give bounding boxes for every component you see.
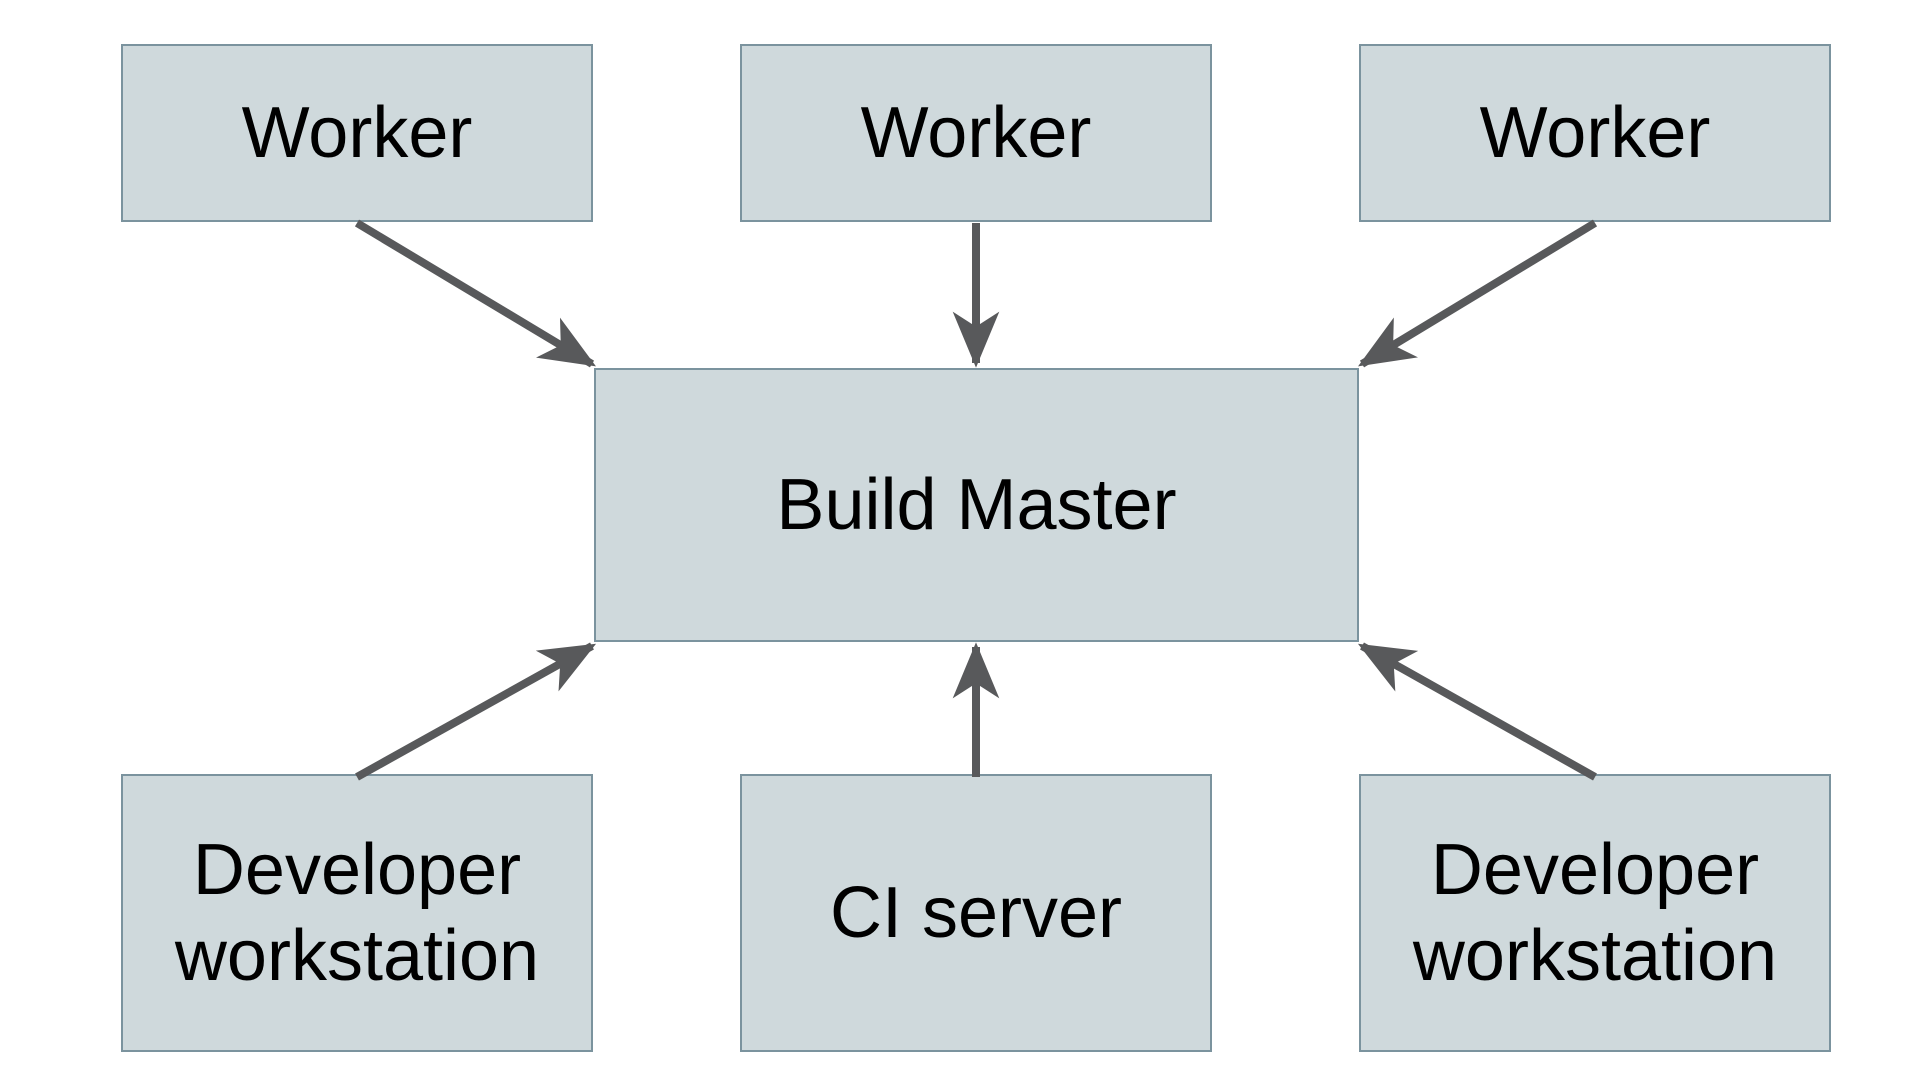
node-developer-workstation-2-label: Developer workstation — [1412, 829, 1778, 996]
arrow-worker-3-to-build-master — [1358, 219, 1598, 368]
node-worker-1-label: Worker — [241, 92, 473, 173]
node-ci-server-label: CI server — [829, 872, 1123, 953]
node-worker-2-label: Worker — [860, 92, 1092, 173]
node-worker-2: Worker — [740, 44, 1212, 222]
arrow-developer-workstation-1-to-build-master — [355, 642, 597, 781]
node-worker-1: Worker — [121, 44, 593, 222]
node-worker-3: Worker — [1359, 44, 1831, 222]
node-developer-workstation-1-label: Developer workstation — [174, 829, 540, 996]
node-developer-workstation-2: Developer workstation — [1359, 774, 1831, 1052]
node-ci-server: CI server — [740, 774, 1212, 1052]
node-build-master: Build Master — [594, 368, 1359, 642]
arrow-worker-1-to-build-master — [354, 219, 597, 368]
arrow-developer-workstation-2-to-build-master — [1357, 642, 1597, 781]
node-developer-workstation-1: Developer workstation — [121, 774, 593, 1052]
node-build-master-label: Build Master — [776, 464, 1177, 545]
node-worker-3-label: Worker — [1479, 92, 1711, 173]
